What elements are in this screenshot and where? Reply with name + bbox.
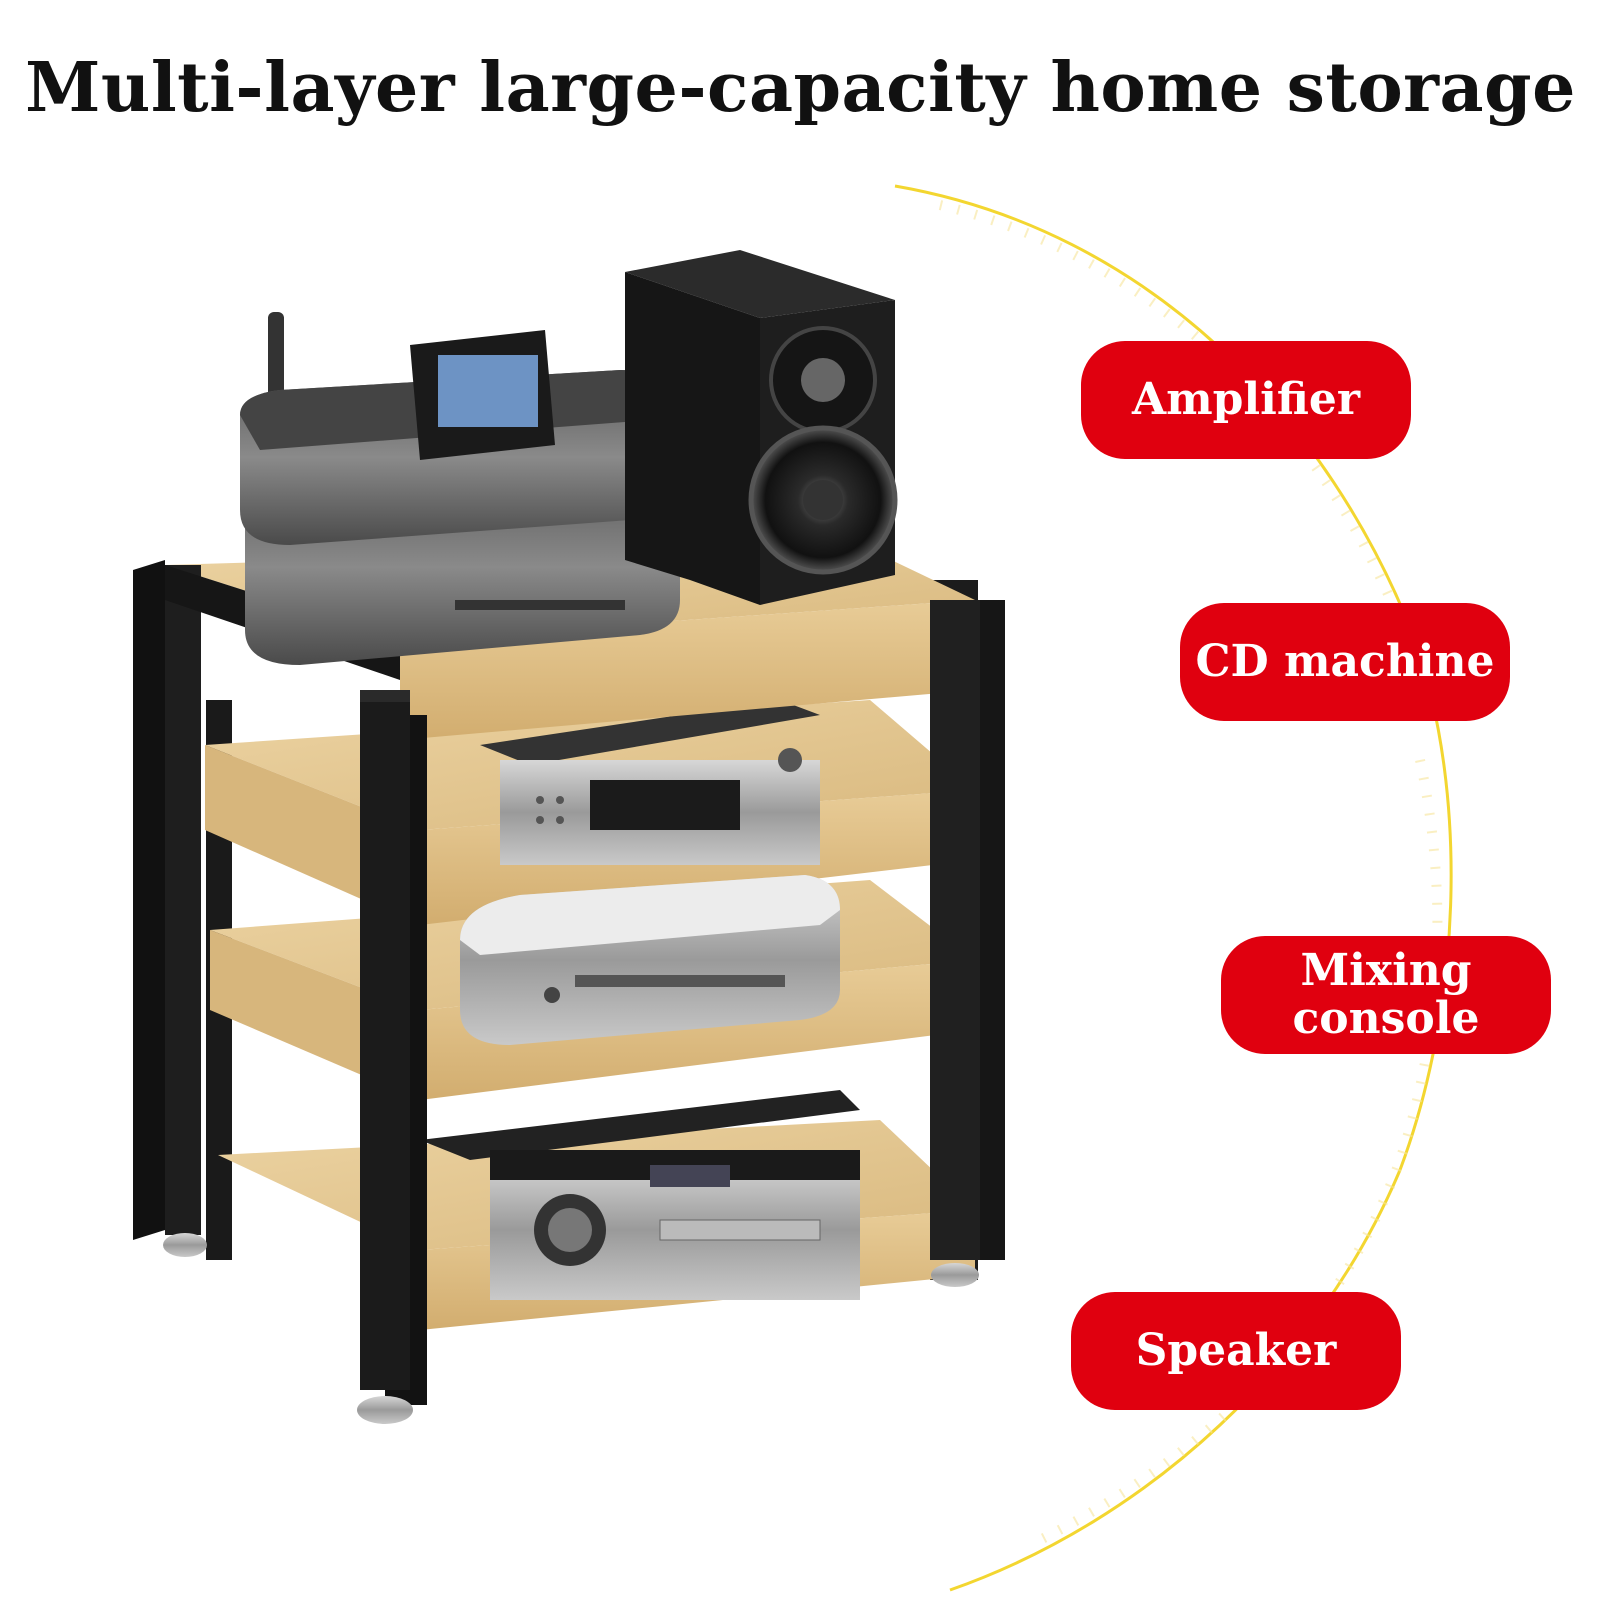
amplifier-label: Amplifier bbox=[1081, 341, 1411, 459]
speaker-label: Speaker bbox=[1071, 1292, 1401, 1410]
page-headline: Multi-layer large-capacity home storage bbox=[25, 48, 1576, 128]
mixing-console-label: Mixing console bbox=[1221, 936, 1551, 1054]
cd-machine-label: CD machine bbox=[1180, 603, 1510, 721]
speaker-label-text: Speaker bbox=[1135, 1325, 1337, 1377]
mixing-console-label-line1: Mixing bbox=[1300, 945, 1472, 997]
decorative-arc bbox=[894, 184, 1453, 1592]
speaker-device bbox=[625, 250, 898, 605]
amplifier-label-text: Amplifier bbox=[1131, 374, 1361, 426]
network-streamer-device bbox=[240, 312, 680, 665]
mixing-console-label-line2: console bbox=[1292, 993, 1480, 1044]
av-receiver-device bbox=[420, 1090, 860, 1300]
cd-machine-label-text: CD machine bbox=[1195, 636, 1495, 688]
silver-cd-player-device bbox=[460, 875, 840, 1045]
dvd-player-device bbox=[480, 700, 820, 865]
